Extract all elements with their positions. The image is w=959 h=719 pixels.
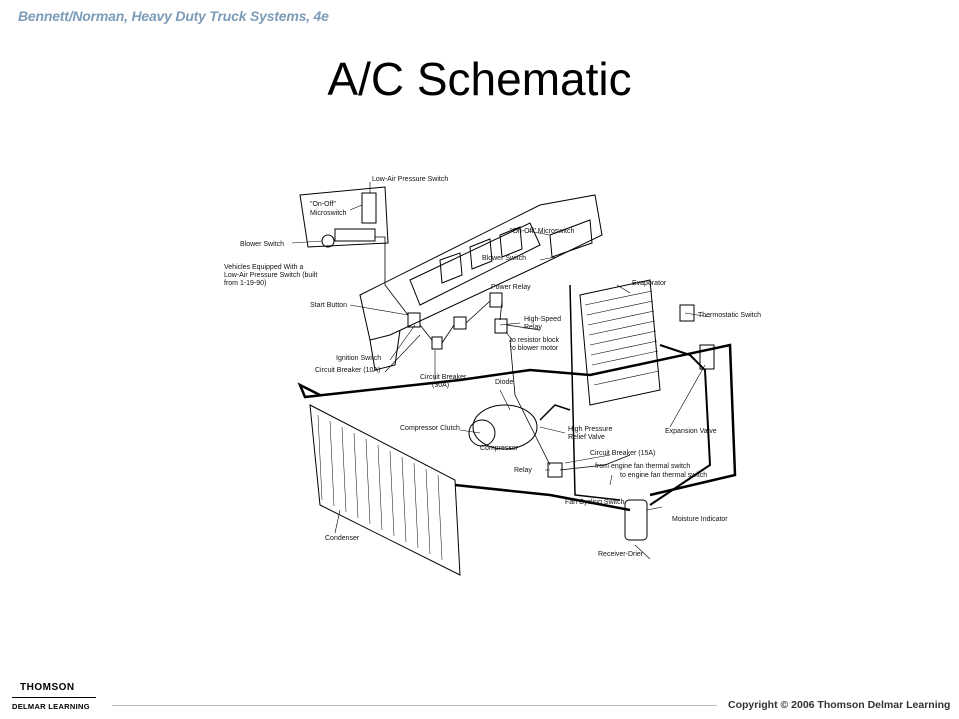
label-high-pressure-relief-1: High Pressure [568,426,612,433]
label-vehicles-note-2: Low-Air Pressure Switch (built [224,272,317,279]
expansion-valve-component [699,344,715,370]
inset-detail-box [299,186,389,248]
label-high-speed-relay-1: High-Speed [524,316,561,323]
label-diode: Diode [495,379,513,386]
label-circuit-breaker-30a-2: (30A) [432,382,449,389]
power-relay-component [489,292,503,308]
label-condenser: Condenser [325,535,360,542]
label-vehicles-note-1: Vehicles Equipped With a [224,264,303,271]
label-ignition-switch: Ignition Switch [336,355,381,362]
inset-blower-knob [321,234,335,248]
label-moisture-indicator: Moisture Indicator [672,516,728,523]
label-fan-thermal-2: to engine fan thermal switch [620,472,707,479]
book-header: Bennett/Norman, Heavy Duty Truck Systems… [18,8,329,24]
condenser-component [309,404,461,576]
label-fan-thermal-1: from engine fan thermal switch [595,463,690,470]
label-start-button: Start Button [310,302,347,309]
ac-schematic-diagram: Low-Air Pressure Switch "On-Off" Microsw… [210,165,780,585]
label-high-pressure-relief-2: Relief Valve [568,434,605,441]
inset-microswitch-body [334,228,376,242]
copyright-text: Copyright © 2006 Thomson Delmar Learning [728,699,951,711]
label-evaporator: Evaporator [632,280,667,287]
label-blower-switch-left: Blower Switch [240,241,284,248]
compressor-clutch-component [468,419,496,447]
start-button-component [407,312,421,328]
label-onoff-inset-1: "On-Off" [310,201,336,208]
logo-rule [12,697,96,698]
label-thermostatic-switch: Thermostatic Switch [698,312,761,319]
label-low-air-pressure-switch: Low-Air Pressure Switch [372,176,448,183]
label-expansion-valve: Expansion Valve [665,428,717,435]
label-blower-switch-right: Blower Switch [482,255,526,262]
logo-top-text: THOMSON [20,682,75,693]
circuit-breaker-30a-component [431,336,443,350]
label-compressor-clutch: Compressor Clutch [400,425,460,432]
slide-title: A/C Schematic [327,53,632,105]
label-relay: Relay [514,467,532,474]
label-resistor-block-1: to resistor block [510,337,560,344]
label-resistor-block-2: to blower motor [510,345,559,352]
footer-divider [112,705,717,706]
label-onoff-inset-2: Microswitch [310,210,347,217]
low-air-switch-body [361,192,377,224]
label-compressor: Compressor [480,445,519,452]
thomson-delmar-logo: THOMSON DELMAR LEARNING [12,682,102,716]
dashboard-outline [359,194,603,341]
label-circuit-breaker-15a: Circuit Breaker (15A) [590,450,655,457]
high-speed-relay-component [494,318,508,334]
label-vehicles-note-3: from 1-19-90) [224,280,266,287]
label-onoff-microswitch: "On-Off" Microswitch [510,228,574,235]
label-power-relay: Power Relay [491,284,531,291]
evaporator-component [579,279,661,406]
label-circuit-breaker-30a-1: Circuit Breaker [420,374,467,381]
label-high-speed-relay-2: Relay [524,324,542,331]
label-circuit-breaker-10a: Circuit Breaker (10A) [315,367,380,374]
relay-component [547,462,563,478]
schematic-drawing: Low-Air Pressure Switch "On-Off" Microsw… [224,176,761,576]
label-fan-cycling-switch: Fan Cycling Switch [565,499,625,506]
thermostatic-switch-component [679,304,695,322]
logo-bottom-text: DELMAR LEARNING [12,702,90,711]
compressor-component [472,404,538,450]
receiver-drier-component [624,499,648,541]
label-receiver-drier: Receiver-Drier [598,551,644,558]
